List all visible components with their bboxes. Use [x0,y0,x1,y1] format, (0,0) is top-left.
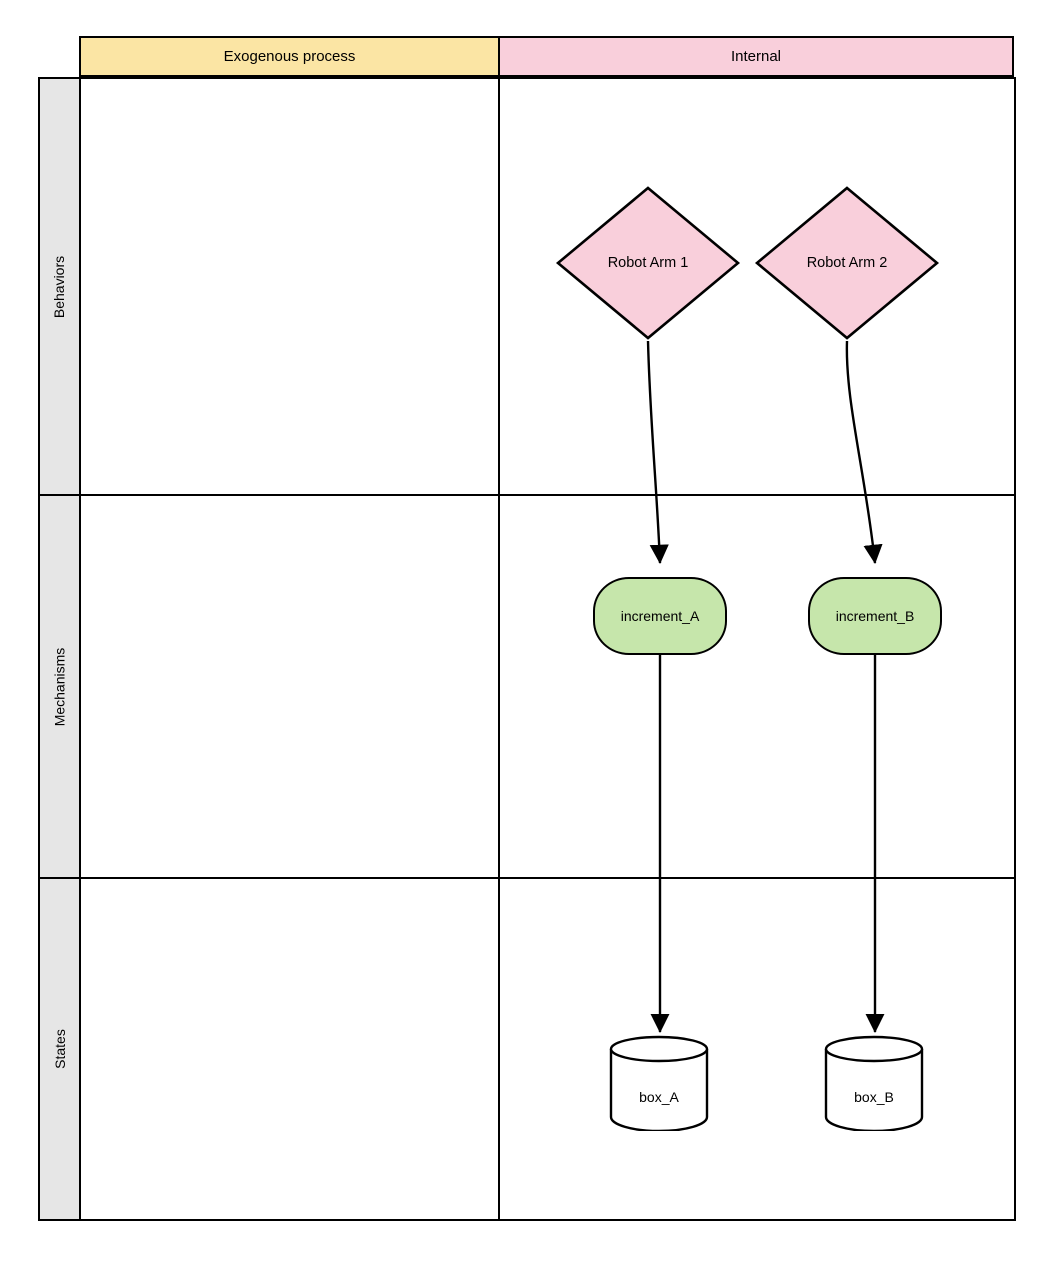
row-label-behaviors-text: Behaviors [51,255,68,318]
row-label-behaviors[interactable]: Behaviors [38,77,81,496]
column-header-exogenous-label: Exogenous process [223,48,356,65]
row-label-mechanisms[interactable]: Mechanisms [38,494,81,879]
node-increment-a[interactable]: increment_A [593,577,727,655]
cell-internal-mechanisms[interactable] [498,494,1016,879]
node-increment-a-label: increment_A [620,608,700,624]
node-robot-arm-2[interactable]: Robot Arm 2 [754,185,940,341]
cell-exogenous-mechanisms[interactable] [79,494,500,879]
column-header-exogenous-process[interactable]: Exogenous process [79,36,500,77]
cylinder-shape [824,1035,924,1131]
node-increment-b[interactable]: increment_B [808,577,942,655]
column-header-internal-label: Internal [730,48,782,65]
node-increment-b-label: increment_B [835,608,915,624]
column-header-row: Exogenous process Internal [79,36,1016,77]
row-label-states-text: States [51,1029,68,1069]
diamond-shape [555,186,741,340]
diamond-shape [754,186,940,340]
matrix-body: Behaviors Mechanisms States [38,77,1016,1221]
matrix-grid: Exogenous process Internal Behaviors Mec… [38,36,1016,1221]
row-label-states[interactable]: States [38,877,81,1221]
matrix-cells [79,77,1016,1221]
column-header-internal[interactable]: Internal [498,36,1014,77]
cell-exogenous-states[interactable] [79,877,500,1221]
cell-internal-states[interactable] [498,877,1016,1221]
row-label-column: Behaviors Mechanisms States [38,77,81,1221]
node-box-b[interactable]: box_B [824,1035,924,1131]
cell-exogenous-behaviors[interactable] [79,77,500,496]
row-label-mechanisms-text: Mechanisms [51,647,68,726]
cylinder-shape [609,1035,709,1131]
node-robot-arm-1[interactable]: Robot Arm 1 [555,185,741,341]
node-box-a[interactable]: box_A [609,1035,709,1131]
